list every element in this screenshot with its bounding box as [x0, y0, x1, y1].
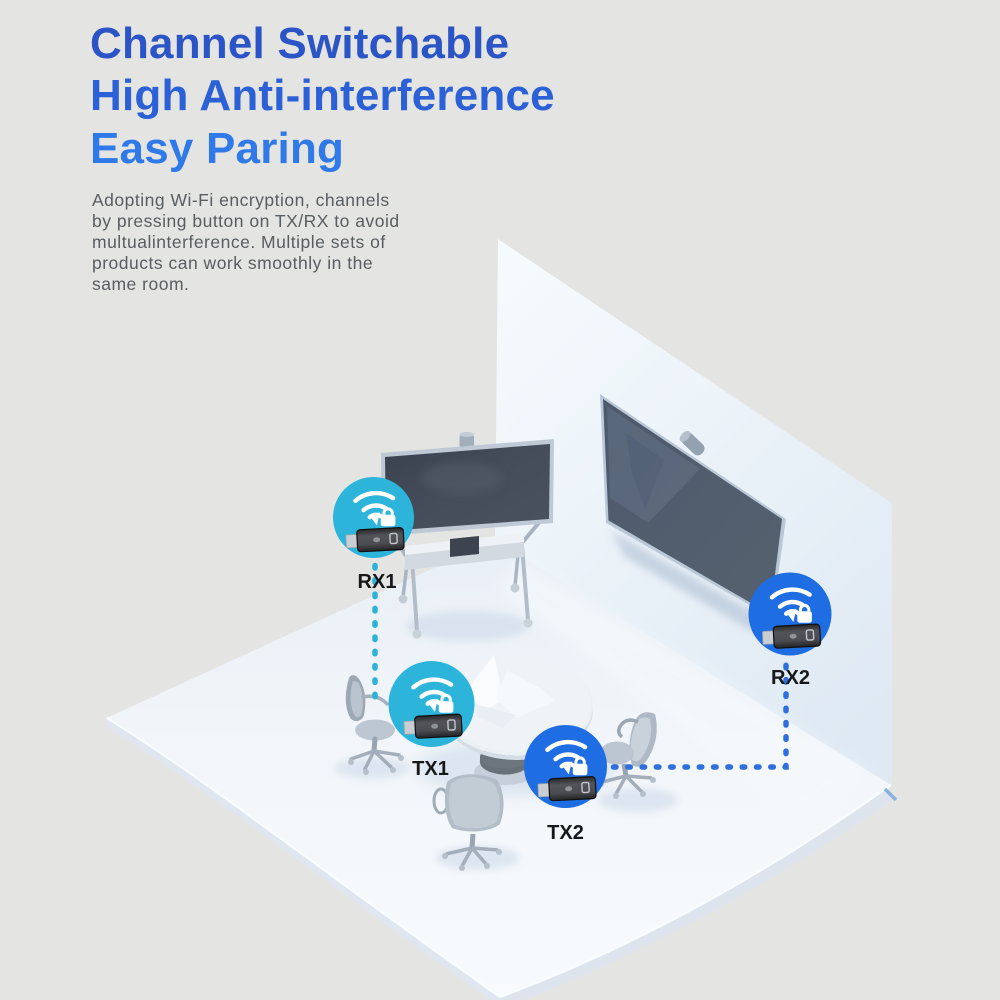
svg-text:RX2: RX2 — [771, 667, 810, 689]
svg-text:TX2: TX2 — [547, 822, 584, 844]
svg-text:TX1: TX1 — [412, 758, 449, 780]
svg-text:RX1: RX1 — [358, 571, 397, 593]
